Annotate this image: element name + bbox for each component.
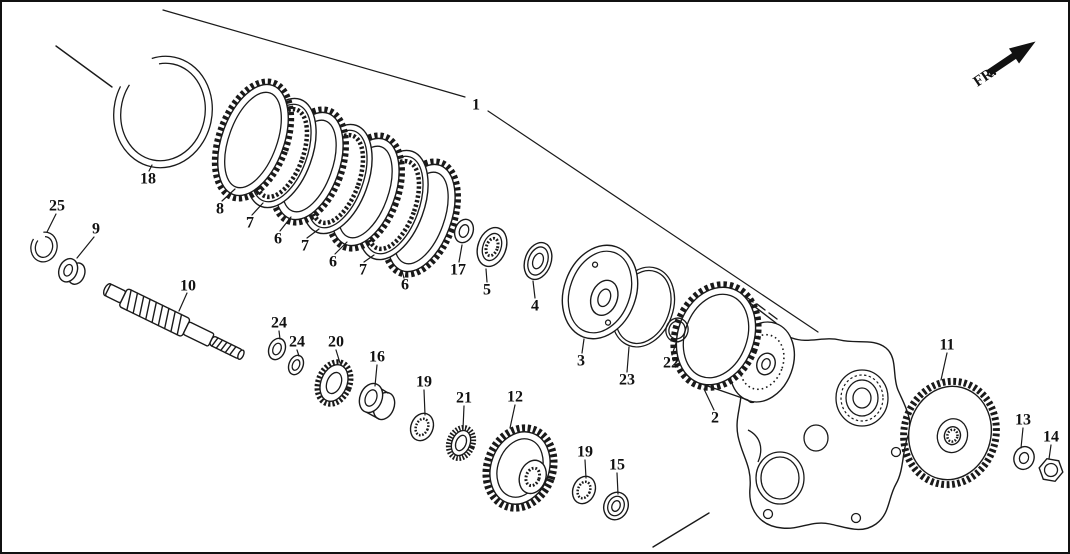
part-13-washer xyxy=(1013,445,1035,471)
part-label-18: 18 xyxy=(140,171,156,188)
leader-line-assembly-1 xyxy=(162,9,819,333)
part-label-3: 3 xyxy=(577,353,585,370)
part-17-ring xyxy=(453,218,475,244)
part-24-washer xyxy=(287,354,305,376)
part-label-1: 1 xyxy=(472,97,480,114)
part-label-19-1: 19 xyxy=(416,374,432,391)
part-18-snap-ring xyxy=(113,55,213,169)
part-label-4: 4 xyxy=(531,298,539,315)
part-10-mainshaft xyxy=(102,283,245,361)
part-12-gear xyxy=(482,424,558,512)
part-label-25: 25 xyxy=(49,198,65,215)
part-label-15: 15 xyxy=(609,457,625,474)
part-label-24-1: 24 xyxy=(271,315,287,332)
part-20-bearing xyxy=(314,359,354,407)
part-14-nut xyxy=(1038,457,1064,483)
part-label-20: 20 xyxy=(328,334,344,351)
part-label-6-3: 6 xyxy=(401,277,409,294)
part-label-10: 10 xyxy=(180,278,196,295)
corner-section-mark xyxy=(55,45,113,88)
part-9-bearing xyxy=(57,257,86,285)
part-number-labels: 18 8 7 6 7 6 7 6 1 17 5 4 3 23 22 2 25 9… xyxy=(49,97,1059,474)
part-label-6-1: 6 xyxy=(274,231,282,248)
part-21-needle-bearing xyxy=(445,424,477,462)
part-label-22: 22 xyxy=(663,355,679,372)
part-label-6-2: 6 xyxy=(329,254,337,271)
part-2-clutch-drum xyxy=(670,281,796,403)
part-label-23: 23 xyxy=(619,372,635,389)
part-5-retainer xyxy=(476,226,508,268)
part-4-seal xyxy=(523,241,553,281)
part-19-washer xyxy=(409,412,435,442)
part-label-9: 9 xyxy=(92,221,100,238)
part-3-clutch-piston xyxy=(561,244,639,340)
part-label-8: 8 xyxy=(216,201,224,218)
part-label-17: 17 xyxy=(450,262,466,279)
part-25-snap-ring xyxy=(30,231,58,263)
part-label-16: 16 xyxy=(369,349,385,366)
fr-direction-indicator: FR. xyxy=(971,41,1036,90)
part-label-2: 2 xyxy=(711,410,719,427)
bottom-section-mark xyxy=(652,512,710,548)
part-11-gear xyxy=(900,377,1000,489)
part-label-7-3: 7 xyxy=(359,262,367,279)
part-label-11: 11 xyxy=(939,337,954,354)
part-15-washer xyxy=(602,491,630,521)
leader-lines xyxy=(46,164,1052,495)
fr-arrow-icon xyxy=(987,41,1036,76)
part-19-washer xyxy=(571,475,597,505)
part-label-5: 5 xyxy=(483,282,491,299)
part-label-21: 21 xyxy=(456,390,472,407)
part-label-24-2: 24 xyxy=(289,334,305,351)
part-label-19-2: 19 xyxy=(577,444,593,461)
part-16-collar xyxy=(358,382,396,421)
part-label-13: 13 xyxy=(1015,412,1031,429)
part-label-7-1: 7 xyxy=(246,215,254,232)
part-label-12: 12 xyxy=(507,389,523,406)
part-label-7-2: 7 xyxy=(301,238,309,255)
part-24-washer xyxy=(267,337,287,361)
part-label-14: 14 xyxy=(1043,429,1059,446)
